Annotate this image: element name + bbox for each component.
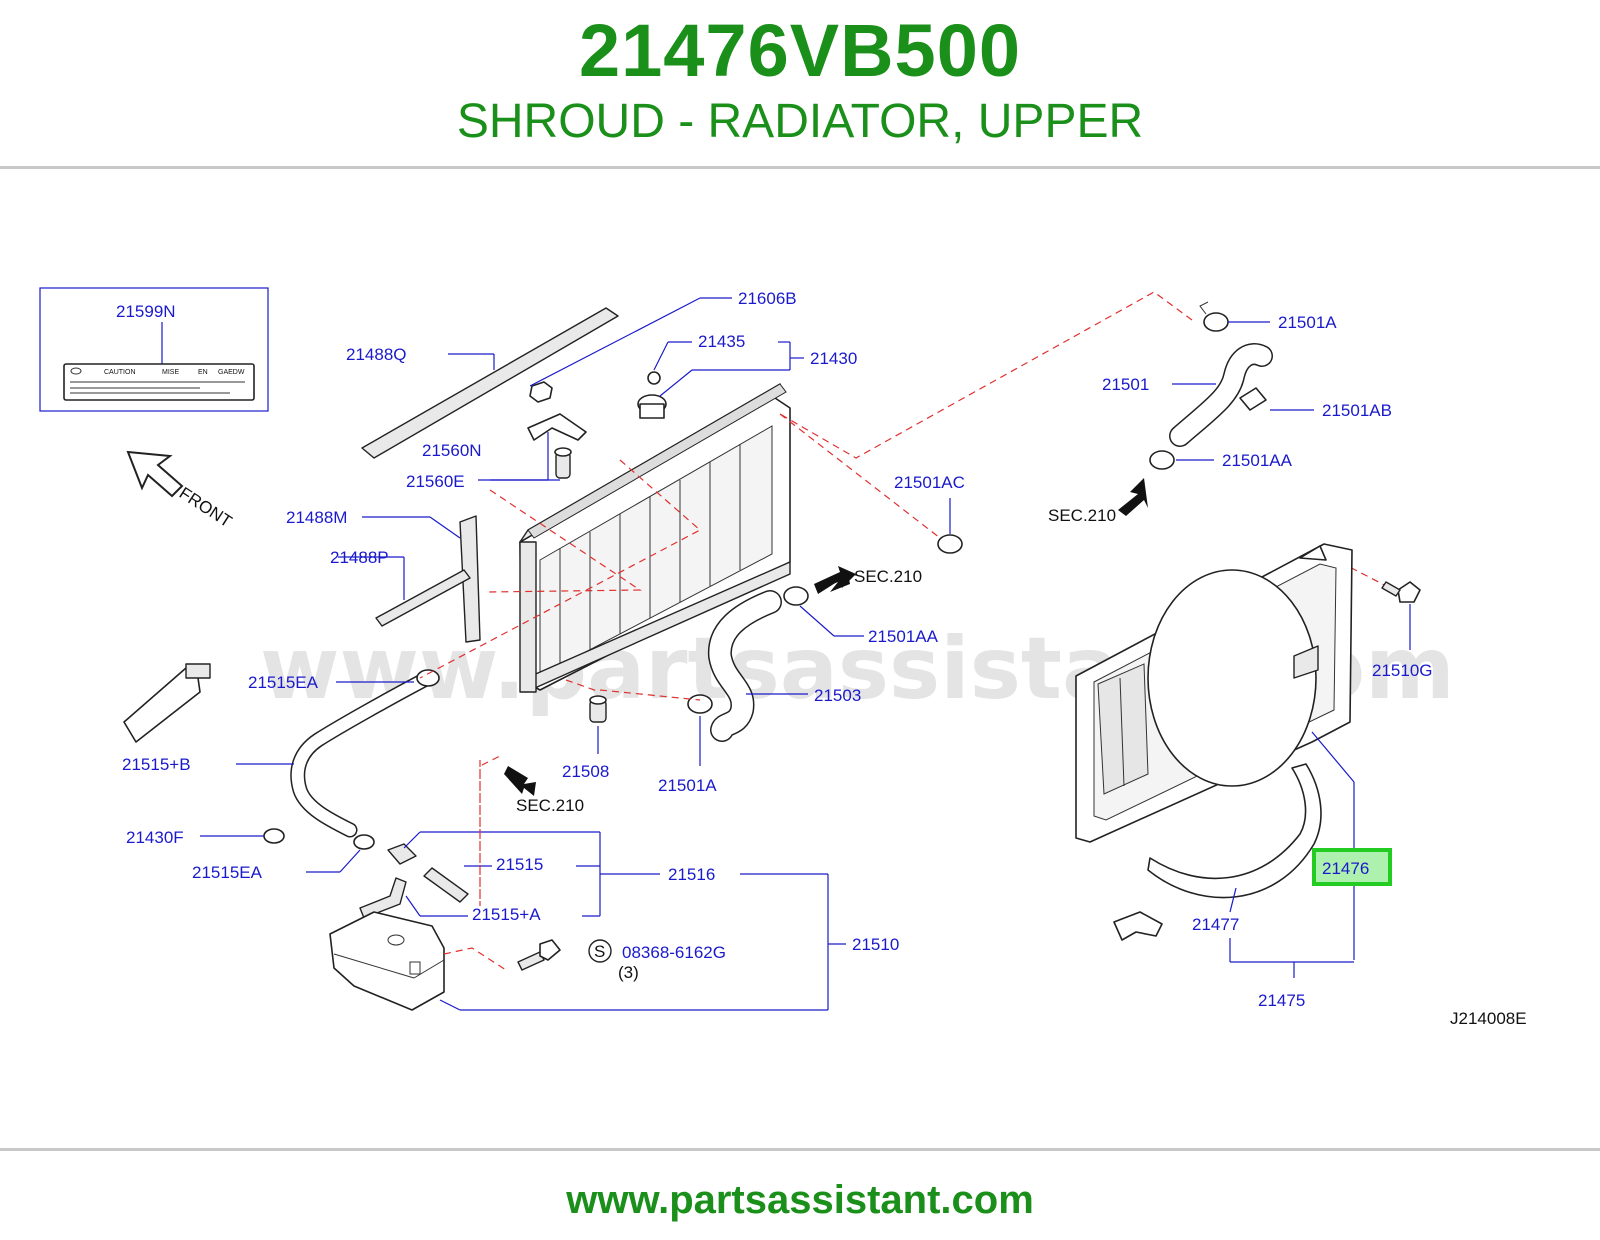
callout-21515B[interactable]: 21515+B <box>122 755 191 774</box>
code-text: GAEDW <box>218 369 245 376</box>
callout-21510G[interactable]: 21510G <box>1372 661 1433 680</box>
pipe-21515 <box>423 867 469 903</box>
callout-21430F[interactable]: 21430F <box>126 828 184 847</box>
s-mark: S <box>594 942 605 961</box>
mise-text: MISE <box>162 369 179 376</box>
s-mark-icon <box>588 939 612 963</box>
nut-21606B <box>529 381 553 403</box>
sec-210-low[interactable]: SEC.210 <box>516 796 584 815</box>
callout-21488P[interactable]: 21488P <box>330 548 389 567</box>
callout-21503[interactable]: 21503 <box>814 686 861 705</box>
clamp-21515EA-top <box>416 669 440 687</box>
clamp-21430F <box>263 828 285 844</box>
callout-21430[interactable]: 21430 <box>810 349 857 368</box>
callout-21599N[interactable]: 21599N <box>116 302 176 321</box>
callout-21501AB[interactable]: 21501AB <box>1322 401 1392 420</box>
callout-21501AC[interactable]: 21501AC <box>894 473 965 492</box>
sec-210-top[interactable]: SEC.210 <box>1048 506 1116 525</box>
clamp-21501AA-mid <box>783 586 809 606</box>
sec-210-mid[interactable]: SEC.210 <box>854 567 922 586</box>
mount-21560E <box>554 447 572 479</box>
callout-21515EA-bot[interactable]: 21515EA <box>192 863 263 882</box>
callout-21515A[interactable]: 21515+A <box>472 905 541 924</box>
clamp-21501A-bot <box>687 694 713 714</box>
callout-21475[interactable]: 21475 <box>1258 991 1305 1010</box>
footer-url[interactable]: www.partsassistant.com <box>566 1178 1034 1222</box>
callout-21560N[interactable]: 21560N <box>422 441 482 460</box>
bracket-21560N <box>527 413 587 441</box>
callout-21501AA-top[interactable]: 21501AA <box>1222 451 1293 470</box>
callout-21510[interactable]: 21510 <box>852 935 899 954</box>
callout-21516[interactable]: 21516 <box>668 865 715 884</box>
diagram-code: J214008E <box>1450 1009 1527 1028</box>
bracket-21515B <box>123 663 211 743</box>
pipe-21515A <box>359 877 407 919</box>
drain-21508 <box>589 695 607 723</box>
callout-21488Q[interactable]: 21488Q <box>346 345 407 364</box>
callout-21508[interactable]: 21508 <box>562 762 609 781</box>
highlight-21476 <box>1312 848 1392 886</box>
callout-21560E[interactable]: 21560E <box>406 472 465 491</box>
parts-diagram: www.partsassistant.com 21599N CAUTION MI… <box>39 287 1527 1028</box>
clamp-21501AC <box>937 534 963 554</box>
clip-21477 <box>1113 911 1163 941</box>
caution-text: CAUTION <box>104 369 136 376</box>
connector-21516 <box>387 843 417 865</box>
seal-21488Q <box>361 307 619 459</box>
part-number: 21476VB500 <box>578 9 1022 92</box>
bolt-21510G <box>1381 581 1421 603</box>
callout-21515EA-top[interactable]: 21515EA <box>248 673 319 692</box>
lower-shroud-21477 <box>1147 763 1322 899</box>
callout-21477[interactable]: 21477 <box>1192 915 1239 934</box>
hose-21515B <box>290 672 432 838</box>
sec-arrow-icon-top <box>1118 478 1148 516</box>
callout-21476[interactable]: 21476 <box>1322 859 1369 878</box>
callout-21501AA-mid[interactable]: 21501AA <box>868 627 939 646</box>
label-box-21599N: 21599N CAUTION MISE EN GAEDW <box>39 287 269 412</box>
hose-21503 <box>707 590 782 742</box>
radiator-cap-21430 <box>637 394 667 419</box>
callout-21606B[interactable]: 21606B <box>738 289 797 308</box>
gasket-21435 <box>647 371 661 385</box>
callout-21488M[interactable]: 21488M <box>286 508 347 527</box>
callout-21501A-bot[interactable]: 21501A <box>658 776 717 795</box>
en-text: EN <box>198 369 208 376</box>
assembly-lines <box>419 291 1395 971</box>
callout-21515[interactable]: 21515 <box>496 855 543 874</box>
footer-divider <box>0 1148 1600 1151</box>
bolt-08368-6162G <box>517 939 561 971</box>
clamp-21501A-top <box>1199 301 1229 332</box>
front-arrow-icon: FRONT <box>126 450 235 531</box>
seal-21488M <box>459 515 481 643</box>
fan-shroud-21476 <box>1075 543 1353 843</box>
clamp-21501AB <box>1239 387 1267 411</box>
sec-arrow-icon-low <box>504 766 536 796</box>
hose-21501 <box>1169 343 1273 447</box>
sec-arrow-icon-mid <box>814 566 858 594</box>
callout-21501[interactable]: 21501 <box>1102 375 1149 394</box>
callout-21435[interactable]: 21435 <box>698 332 745 351</box>
header-divider <box>0 166 1600 169</box>
clamp-21515EA-bot <box>353 834 375 850</box>
callout-21501A-top[interactable]: 21501A <box>1278 313 1337 332</box>
front-label: FRONT <box>176 483 235 531</box>
page-header: 21476VB500 SHROUD - RADIATOR, UPPER <box>0 0 1600 168</box>
callout-08368-6162G[interactable]: 08368-6162G <box>622 943 726 962</box>
clamp-21501AA-top <box>1149 450 1175 470</box>
reservoir-tank-21510 <box>329 911 445 1011</box>
seal-21488P <box>375 569 471 627</box>
radiator-core <box>519 383 791 693</box>
callout-08368-qty: (3) <box>618 963 639 982</box>
part-title: SHROUD - RADIATOR, UPPER <box>456 95 1144 148</box>
